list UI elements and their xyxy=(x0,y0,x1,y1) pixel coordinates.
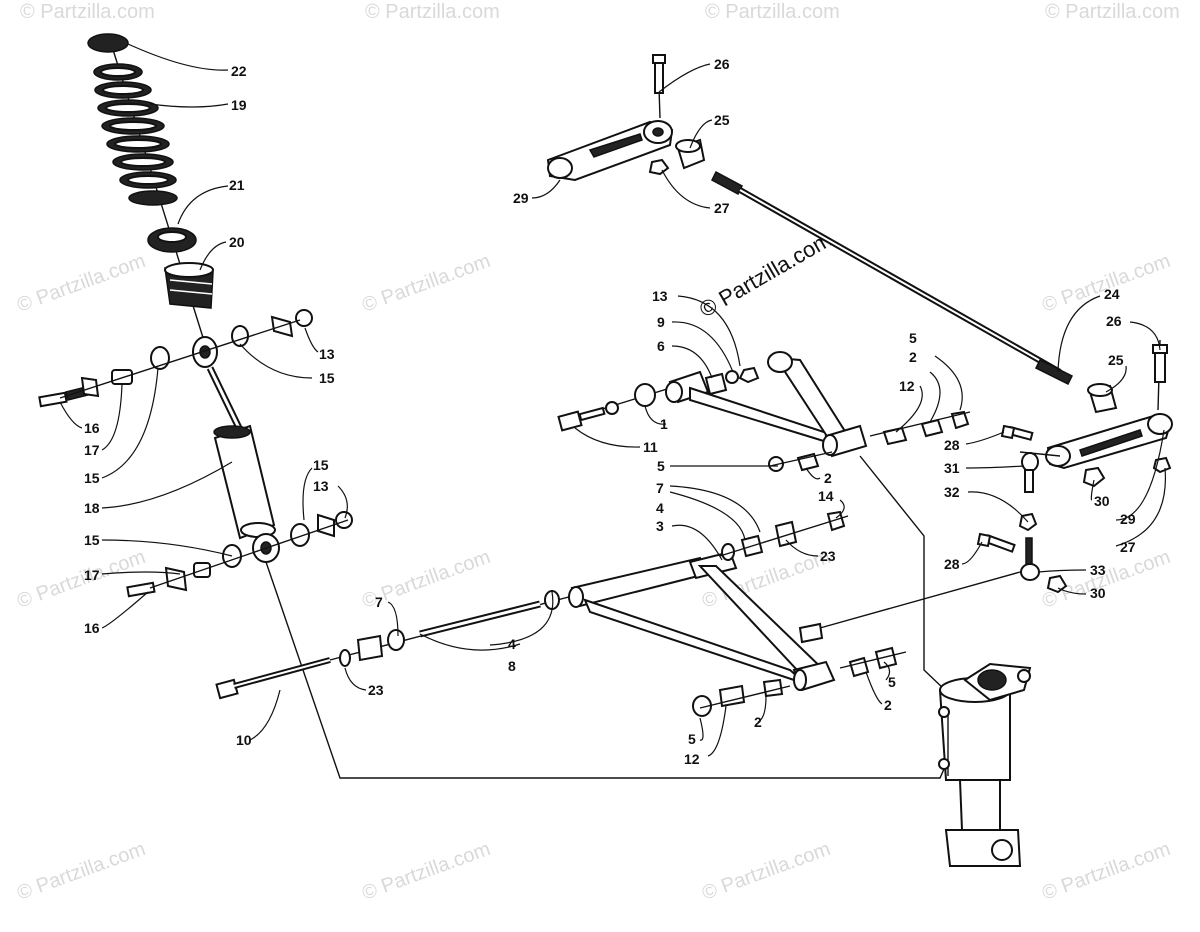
callout-23: 23 xyxy=(368,682,384,698)
callout-15: 15 xyxy=(84,470,100,486)
callout-3: 3 xyxy=(656,518,664,534)
callout-29: 29 xyxy=(1120,511,1136,527)
callout-26: 26 xyxy=(1106,313,1122,329)
callout-5: 5 xyxy=(657,458,665,474)
callout-10: 10 xyxy=(236,732,252,748)
coil-spring xyxy=(93,63,178,206)
callout-33: 33 xyxy=(1090,562,1106,578)
callout-2: 2 xyxy=(909,349,917,365)
watermark-text: © Partzilla.com xyxy=(699,838,833,905)
spindle xyxy=(938,662,1032,867)
tie-rod xyxy=(711,170,1074,386)
callout-13: 13 xyxy=(652,288,668,304)
callout-leaders xyxy=(59,43,1167,757)
callout-31: 31 xyxy=(944,460,960,476)
watermark-text: © Partzilla.com xyxy=(14,838,148,905)
callout-25: 25 xyxy=(714,112,730,128)
callout-23: 23 xyxy=(820,548,836,564)
watermark-text: © Partzilla.com xyxy=(14,546,148,613)
watermark-text: © Partzilla.com xyxy=(1045,1,1180,23)
callout-5: 5 xyxy=(688,731,696,747)
callout-5: 5 xyxy=(888,674,896,690)
callout-2: 2 xyxy=(754,714,762,730)
callout-4: 4 xyxy=(656,500,664,516)
callout-2: 2 xyxy=(824,470,832,486)
callout-7: 7 xyxy=(656,480,664,496)
callout-11: 11 xyxy=(643,439,658,455)
callout-22: 22 xyxy=(231,63,247,79)
callout-28: 28 xyxy=(944,437,960,453)
watermark-text: © Partzilla.com xyxy=(1039,838,1173,905)
callout-9: 9 xyxy=(657,314,665,330)
callout-18: 18 xyxy=(84,500,100,516)
lower-mount-hardware xyxy=(126,511,353,598)
callout-13: 13 xyxy=(319,346,335,362)
callout-15: 15 xyxy=(313,457,329,473)
callout-14: 14 xyxy=(818,488,834,504)
callout-28: 28 xyxy=(944,556,960,572)
watermark-text: © Partzilla.com xyxy=(705,1,840,23)
upper-a-arm xyxy=(557,351,971,691)
callout-8: 8 xyxy=(508,658,516,674)
watermark-text: © Partzilla.com xyxy=(359,838,493,905)
callout-4: 4 xyxy=(508,636,516,652)
callout-32: 32 xyxy=(944,484,960,500)
watermark-text: © Partzilla.com xyxy=(1039,250,1173,317)
callout-labels: 22 19 21 20 13 15 16 17 15 18 15 13 15 1… xyxy=(84,56,1136,767)
callout-1: 1 xyxy=(660,416,668,432)
callout-17: 17 xyxy=(84,442,100,458)
callout-27: 27 xyxy=(1120,539,1136,555)
callout-13: 13 xyxy=(313,478,329,494)
callout-21: 21 xyxy=(229,177,245,193)
callout-7: 7 xyxy=(375,594,383,610)
watermark-text: © Partzilla.com xyxy=(365,1,500,23)
callout-19: 19 xyxy=(231,97,247,113)
lower-a-arm xyxy=(215,510,1021,717)
watermark-text: © Partzilla.com xyxy=(359,250,493,317)
callout-15: 15 xyxy=(319,370,335,386)
callout-27: 27 xyxy=(714,200,730,216)
callout-25: 25 xyxy=(1108,352,1124,368)
callout-26: 26 xyxy=(714,56,730,72)
upper-mount-hardware xyxy=(38,309,313,408)
callout-20: 20 xyxy=(229,234,245,250)
shock-body xyxy=(213,424,276,540)
callout-29: 29 xyxy=(513,190,529,206)
callout-16: 16 xyxy=(84,420,100,436)
callout-12: 12 xyxy=(684,751,700,767)
callout-5: 5 xyxy=(909,330,917,346)
callout-30: 30 xyxy=(1094,493,1110,509)
callout-30: 30 xyxy=(1090,585,1106,601)
watermark-text: © Partzilla.com xyxy=(20,1,155,23)
watermark-main: © Partzilla.com xyxy=(695,227,836,323)
steering-arm-upper xyxy=(546,54,706,182)
spring-cap xyxy=(87,33,129,53)
callout-24: 24 xyxy=(1104,286,1120,302)
watermark-text: © Partzilla.com xyxy=(14,250,148,317)
callout-15: 15 xyxy=(84,532,100,548)
callout-6: 6 xyxy=(657,338,665,354)
callout-2: 2 xyxy=(884,697,892,713)
callout-12: 12 xyxy=(899,378,915,394)
callout-16: 16 xyxy=(84,620,100,636)
threaded-collar xyxy=(164,262,214,309)
callout-17: 17 xyxy=(84,567,100,583)
